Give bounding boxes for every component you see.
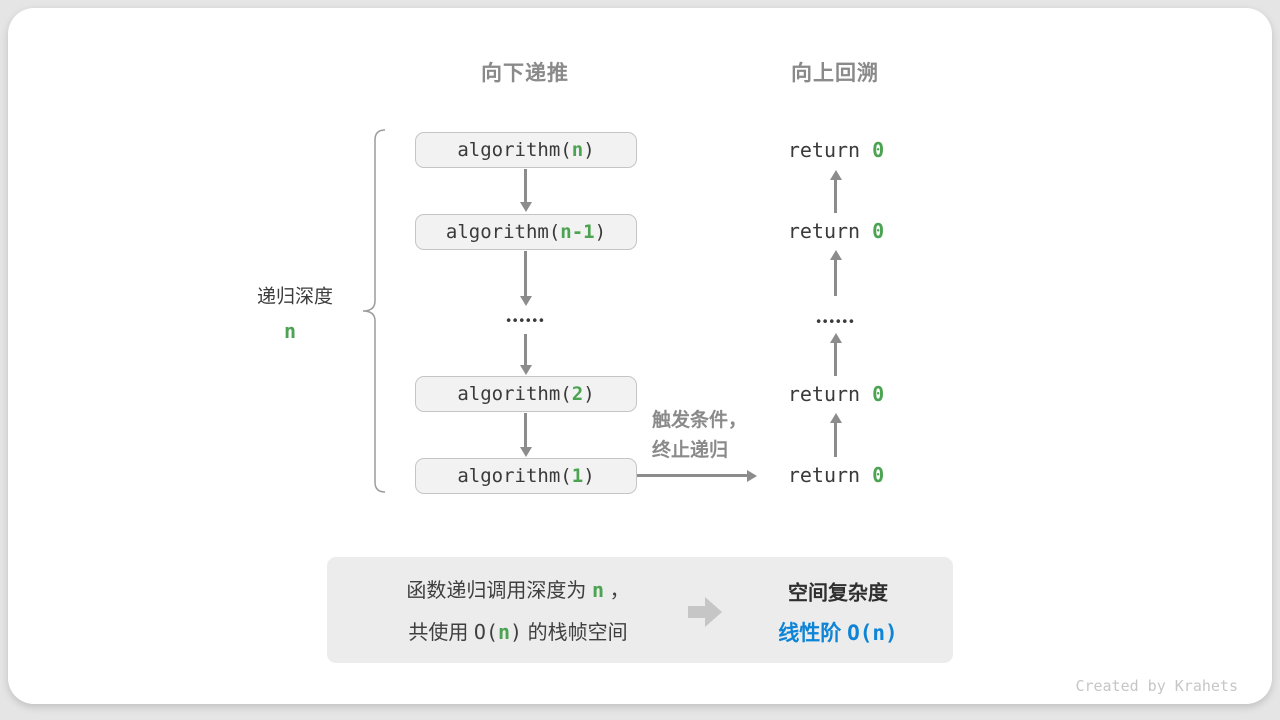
code-arg: 2: [571, 383, 584, 405]
credit-text: Created by Krahets: [1075, 677, 1238, 695]
text: ，: [604, 580, 630, 602]
curly-brace: [362, 129, 386, 493]
code-arg: n: [571, 139, 584, 161]
call-box-algorithm-2: algorithm(2): [415, 376, 637, 412]
trigger-line1: 触发条件，: [652, 410, 748, 431]
recursion-depth-label: 递归深度: [256, 286, 334, 308]
arrow-up-icon: [834, 422, 837, 457]
arrow-up-icon: [834, 179, 837, 213]
return-keyword: return: [787, 219, 873, 243]
var-n: n: [591, 578, 605, 602]
return-statement: return 0: [788, 219, 884, 243]
code-text: algorithm(: [457, 465, 572, 487]
code-arg: n-1: [560, 221, 595, 243]
code-text: algorithm(: [445, 221, 561, 243]
block-arrow-right-icon: [688, 597, 722, 627]
code-text: ): [583, 465, 595, 487]
ellipsis-right: ••••••: [816, 313, 856, 329]
return-value: 0: [872, 138, 885, 162]
ellipsis-left: ••••••: [506, 312, 546, 328]
summary-box: [327, 557, 953, 663]
code-text: algorithm(: [457, 383, 572, 405]
header-downward-recursion: 向下递推: [481, 62, 569, 85]
return-value: 0: [872, 463, 885, 487]
return-value: 0: [872, 219, 885, 243]
code-text: ): [594, 221, 607, 243]
arrow-right-icon: [637, 474, 748, 477]
trigger-line2: 终止递归: [652, 440, 729, 461]
return-statement: return 0: [788, 382, 884, 406]
arrow-up-icon: [834, 342, 837, 376]
return-keyword: return: [787, 463, 873, 487]
header-upward-backtracking: 向上回溯: [791, 62, 879, 85]
arrow-down-icon: [524, 251, 527, 297]
arrow-down-icon: [524, 334, 527, 366]
call-box-algorithm-1: algorithm(1): [415, 458, 637, 494]
space-complexity-value: 线性阶 O(n): [778, 617, 897, 647]
var-n: n: [497, 620, 511, 644]
recursion-depth-variable: n: [283, 319, 297, 343]
summary-line1: 函数递归调用深度为 n ，: [406, 570, 629, 612]
code-text: ): [583, 139, 595, 161]
trigger-condition-label: 触发条件， 终止递归: [652, 406, 747, 466]
text: 的栈帧空间: [522, 622, 628, 644]
complexity-notation: O(n): [847, 621, 898, 645]
call-box-algorithm-n-1: algorithm(n-1): [415, 214, 637, 250]
return-value: 0: [872, 382, 885, 406]
return-keyword: return: [787, 138, 873, 162]
text: 函数递归调用深度为: [406, 580, 592, 602]
code-text: ): [583, 383, 595, 405]
summary-left-text: 函数递归调用深度为 n ， 共使用 O(n) 的栈帧空间: [406, 570, 629, 654]
return-statement: return 0: [788, 138, 884, 162]
big-o: O(: [473, 620, 498, 644]
call-box-algorithm-n: algorithm(n): [415, 132, 637, 168]
summary-line2: 共使用 O(n) 的栈帧空间: [406, 612, 629, 654]
text: 共使用: [408, 622, 474, 644]
arrow-down-icon: [524, 413, 527, 448]
complexity-class-text: 线性阶: [778, 622, 848, 645]
space-complexity-title: 空间复杂度: [788, 582, 888, 605]
arrow-up-icon: [834, 259, 837, 296]
return-statement: return 0: [788, 463, 884, 487]
arrow-down-icon: [524, 169, 527, 203]
return-keyword: return: [787, 382, 873, 406]
big-o-close: ): [510, 620, 523, 644]
code-text: algorithm(: [457, 139, 572, 161]
code-arg: 1: [571, 465, 584, 487]
